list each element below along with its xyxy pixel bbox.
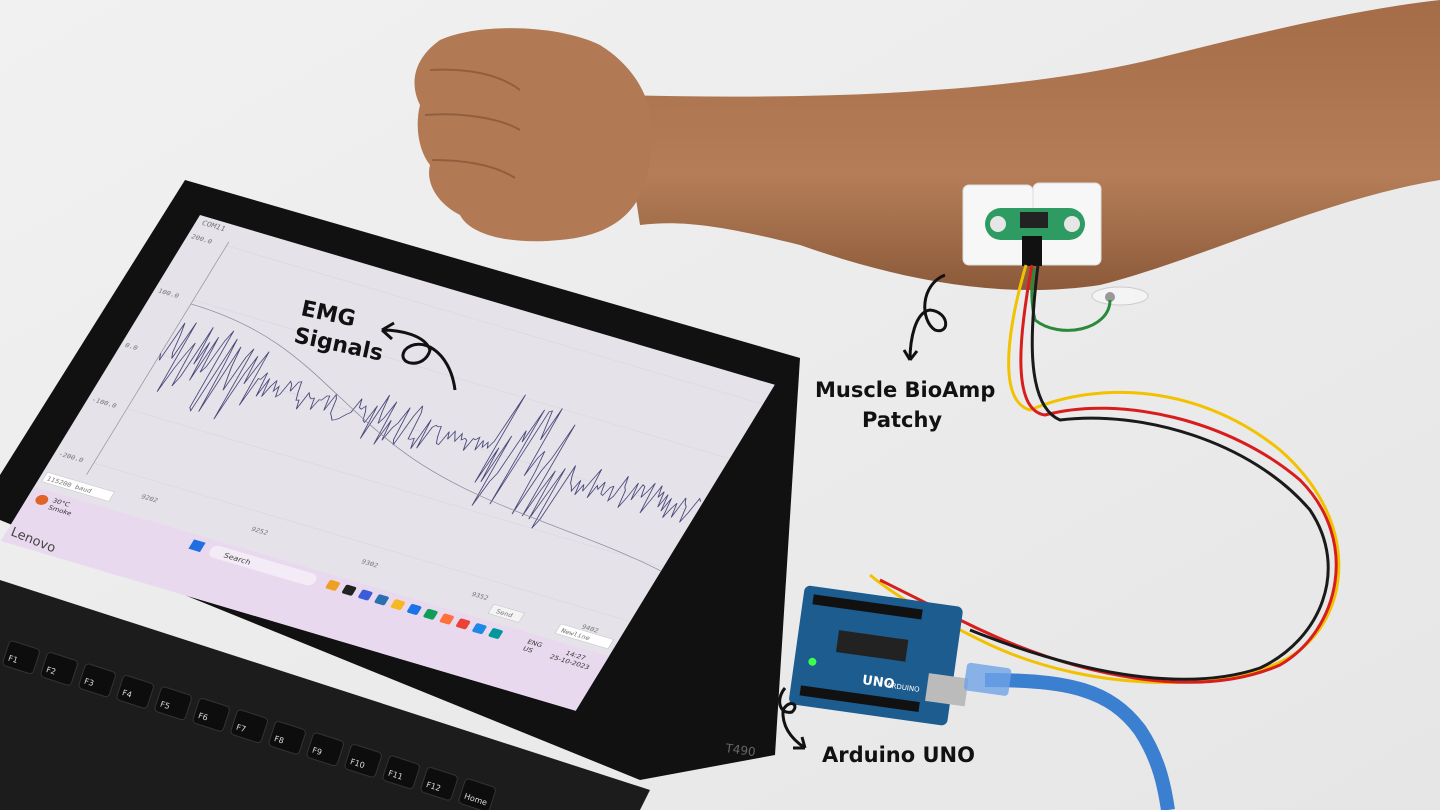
- x-tick-label: 9202: [139, 493, 159, 504]
- svg-text:F5: F5: [159, 700, 171, 712]
- taskbar: [0, 486, 609, 711]
- x-tick-label: 9252: [250, 525, 270, 536]
- keyboard-key[interactable]: F4: [116, 675, 154, 710]
- board-label: UNO: [861, 673, 895, 692]
- keyboard-key[interactable]: F3: [78, 663, 116, 698]
- patchy-label-line2: Patchy: [862, 408, 942, 432]
- baseline-trace: [190, 303, 662, 572]
- taskbar-app-icon[interactable]: [488, 628, 504, 640]
- keyboard-key[interactable]: Home: [458, 778, 496, 810]
- taskbar-app-icon[interactable]: [390, 599, 406, 611]
- taskbar-app-icon[interactable]: [341, 584, 357, 596]
- x-tick-label: 9402: [580, 623, 600, 634]
- taskbar-app-icon[interactable]: [423, 608, 439, 620]
- send-button[interactable]: [487, 603, 525, 623]
- svg-text:F6: F6: [197, 711, 209, 723]
- arduino-uno-board: UNO ARDUINO: [789, 585, 969, 726]
- keyboard-key[interactable]: F6: [192, 698, 230, 733]
- baud-select[interactable]: [41, 471, 115, 502]
- weather-icon: [35, 494, 49, 505]
- y-tick-label: 0.0: [123, 342, 139, 352]
- gridline: [126, 408, 664, 568]
- taskbar-app-icon[interactable]: [472, 623, 488, 635]
- taskbar-app-icon[interactable]: [455, 618, 471, 630]
- patchy-label-line1: Muscle BioAmp: [815, 378, 995, 402]
- svg-text:F3: F3: [83, 677, 95, 689]
- keyboard-key[interactable]: F11: [382, 755, 420, 790]
- svg-text:F7: F7: [235, 723, 247, 735]
- keyboard-key[interactable]: F1: [2, 640, 40, 675]
- forearm: [414, 0, 1440, 291]
- sensor-wires: [869, 264, 1341, 684]
- curly-arrow-icon: [902, 273, 948, 361]
- keyboard-key[interactable]: F9: [306, 732, 344, 767]
- keyboard-key[interactable]: F12: [420, 767, 458, 802]
- usb-plug: [963, 662, 1012, 696]
- gridline: [193, 299, 730, 459]
- annotation-bioamp-patchy: Muscle BioAmp Patchy: [815, 273, 995, 432]
- taskbar-app-icon[interactable]: [374, 594, 390, 606]
- emg-signal-trace: [156, 322, 702, 529]
- gridline: [226, 245, 764, 405]
- x-tick-label: 9352: [470, 591, 490, 602]
- windows-start-icon[interactable]: [188, 539, 206, 553]
- svg-text:F11: F11: [387, 769, 404, 782]
- curly-arrow-icon: [380, 321, 457, 391]
- taskbar-app-icon[interactable]: [439, 613, 455, 625]
- svg-text:F8: F8: [273, 734, 285, 746]
- svg-text:F10: F10: [349, 757, 366, 770]
- svg-text:F4: F4: [121, 688, 133, 700]
- annotation-arduino-uno: Arduino UNO: [778, 687, 975, 767]
- keyboard-key[interactable]: F2: [40, 652, 78, 687]
- send-label: Send: [494, 608, 514, 619]
- keyboard-key[interactable]: F8: [268, 721, 306, 756]
- gridline: [93, 462, 631, 622]
- usb-cable: [984, 673, 1175, 810]
- gridline: [159, 354, 697, 514]
- svg-text:F9: F9: [311, 746, 323, 758]
- arduino-label: Arduino UNO: [822, 743, 975, 767]
- muscle-bioamp-patchy: [962, 182, 1149, 306]
- region-label: US: [521, 645, 534, 654]
- fist: [414, 28, 653, 242]
- svg-text:F2: F2: [45, 665, 57, 677]
- x-tick-label: 9302: [360, 558, 380, 569]
- taskbar-search[interactable]: [207, 544, 319, 587]
- keyboard-key[interactable]: F10: [344, 744, 382, 779]
- curly-arrow-icon: [778, 687, 807, 750]
- line-ending-select[interactable]: [554, 623, 614, 650]
- taskbar-app-icon[interactable]: [406, 604, 422, 616]
- keyboard-key[interactable]: F7: [230, 709, 268, 744]
- laptop-keyboard-deck: [0, 580, 650, 810]
- keyboard-key[interactable]: F5: [154, 686, 192, 721]
- svg-text:F12: F12: [425, 780, 442, 793]
- weather-temp: 30°C: [51, 497, 72, 508]
- laptop-model: T490: [724, 741, 757, 759]
- svg-text:F1: F1: [7, 654, 19, 666]
- lang-label: ENG: [526, 638, 544, 649]
- taskbar-app-icon[interactable]: [358, 589, 374, 601]
- taskbar-app-icon[interactable]: [325, 580, 341, 592]
